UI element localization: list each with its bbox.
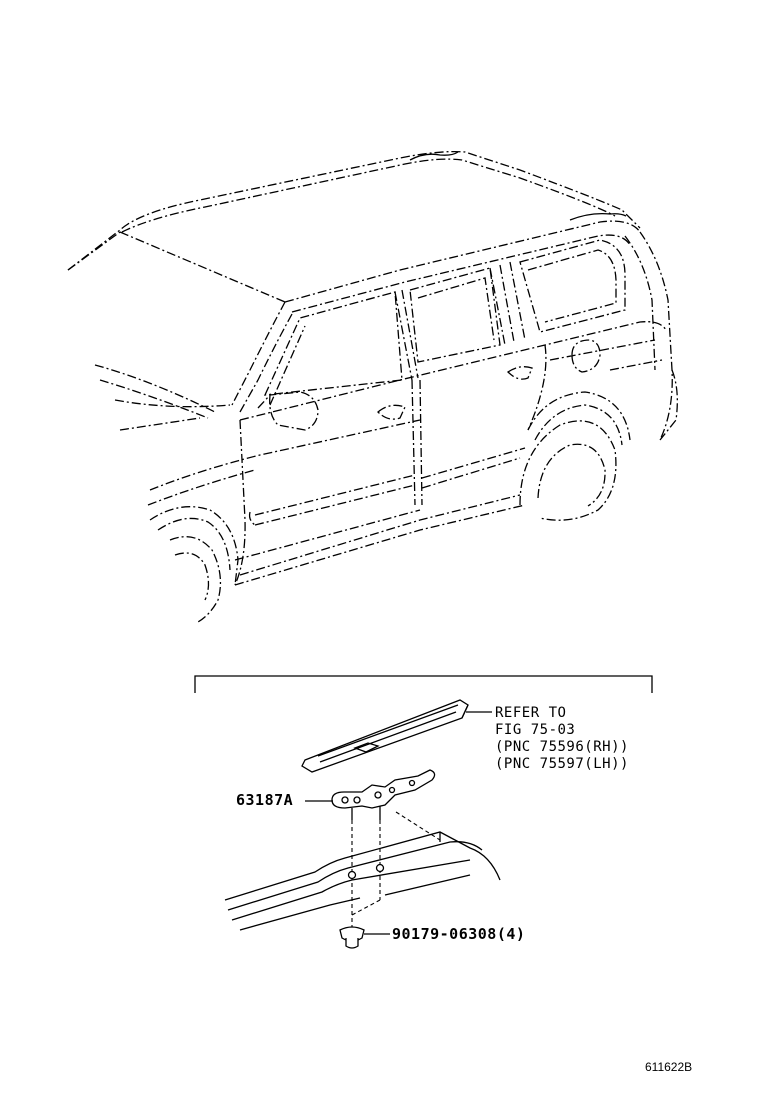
fastener-paths [351, 811, 441, 930]
figure-id: 611622B [645, 1060, 693, 1074]
refer-note: REFER TO FIG 75-03 (PNC 75596(RH)) (PNC … [495, 705, 629, 773]
clip-90179-06308 [339, 926, 365, 949]
part-label-90179-06308: 90179-06308(4) [392, 925, 526, 943]
roof-rack-cover [301, 699, 469, 773]
refer-line-4: (PNC 75597(LH)) [495, 756, 629, 772]
roof-section [224, 831, 501, 931]
refer-line-1: REFER TO [495, 705, 567, 721]
vehicle-outline [67, 150, 678, 623]
refer-line-2: FIG 75-03 [495, 722, 576, 738]
refer-line-3: (PNC 75596(RH)) [495, 739, 629, 755]
part-label-63187A: 63187A [236, 791, 294, 809]
bracket-63187A [331, 769, 436, 820]
detail-frame [194, 675, 653, 693]
